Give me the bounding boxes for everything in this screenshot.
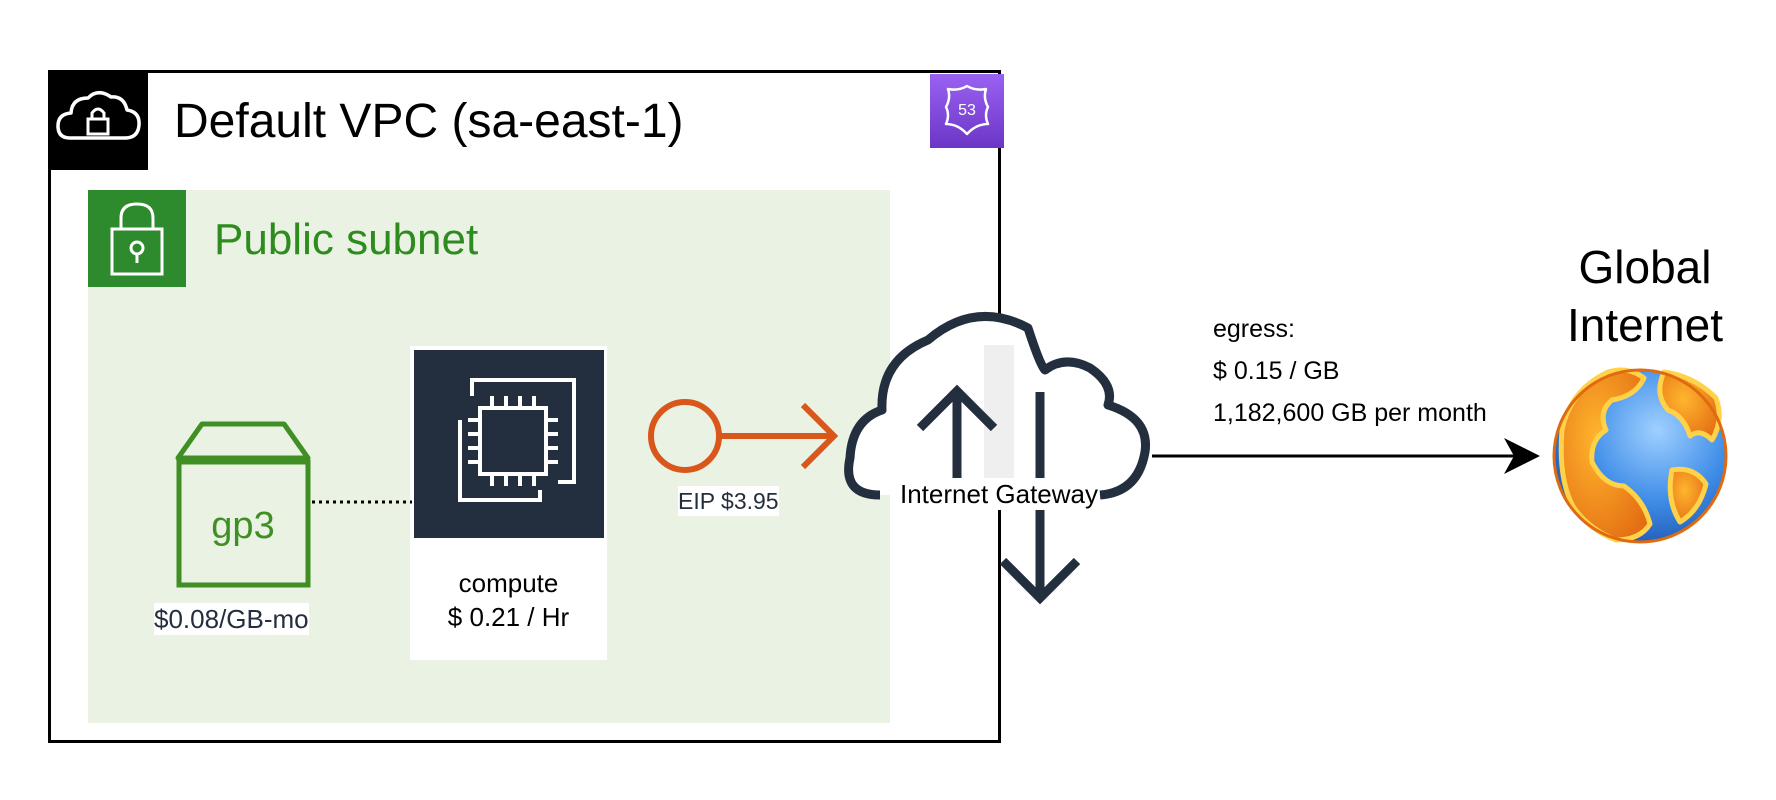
- ebs-price-label: $0.08/GB-mo: [154, 603, 309, 635]
- ec2-chip-icon: [414, 350, 604, 538]
- vpc-icon-box: [48, 70, 148, 170]
- ec2-chip-graphic: [458, 378, 576, 502]
- global-internet-title: Global Internet: [1545, 238, 1745, 354]
- compute-label: compute: [458, 568, 559, 598]
- compute-caption: compute $ 0.21 / Hr: [410, 566, 607, 634]
- egress-info: egress: $ 0.15 / GB 1,182,600 GB per mon…: [1213, 308, 1487, 434]
- subnet-title: Public subnet: [214, 215, 479, 264]
- elastic-ip-icon: [648, 399, 839, 473]
- ebs-volume-icon: gp3: [175, 421, 311, 588]
- route53-shield: 53: [944, 84, 990, 136]
- internet-gateway-cloud-icon: [844, 312, 1151, 605]
- eip-label: EIP $3.95: [678, 486, 779, 516]
- route53-badge: 53: [958, 102, 976, 119]
- egress-price: $ 0.15 / GB: [1213, 357, 1340, 385]
- global-internet-line1: Global: [1578, 241, 1712, 293]
- ebs-volume-type: gp3: [211, 505, 274, 547]
- global-internet-line2: Internet: [1567, 299, 1723, 351]
- subnet-icon-box: [88, 190, 186, 287]
- egress-volume: 1,182,600 GB per month: [1213, 399, 1487, 427]
- vpc-title: Default VPC (sa-east-1): [174, 95, 684, 148]
- internet-gateway-label: Internet Gateway: [900, 478, 1098, 510]
- route53-icon: 53: [930, 74, 1004, 148]
- egress-arrow-head: [1504, 438, 1540, 474]
- egress-title: egress:: [1213, 315, 1295, 343]
- padlock-icon: [110, 202, 164, 276]
- cloud-lock-icon: [56, 91, 141, 140]
- globe-icon: [1552, 367, 1728, 544]
- compute-price: $ 0.21 / Hr: [447, 602, 570, 632]
